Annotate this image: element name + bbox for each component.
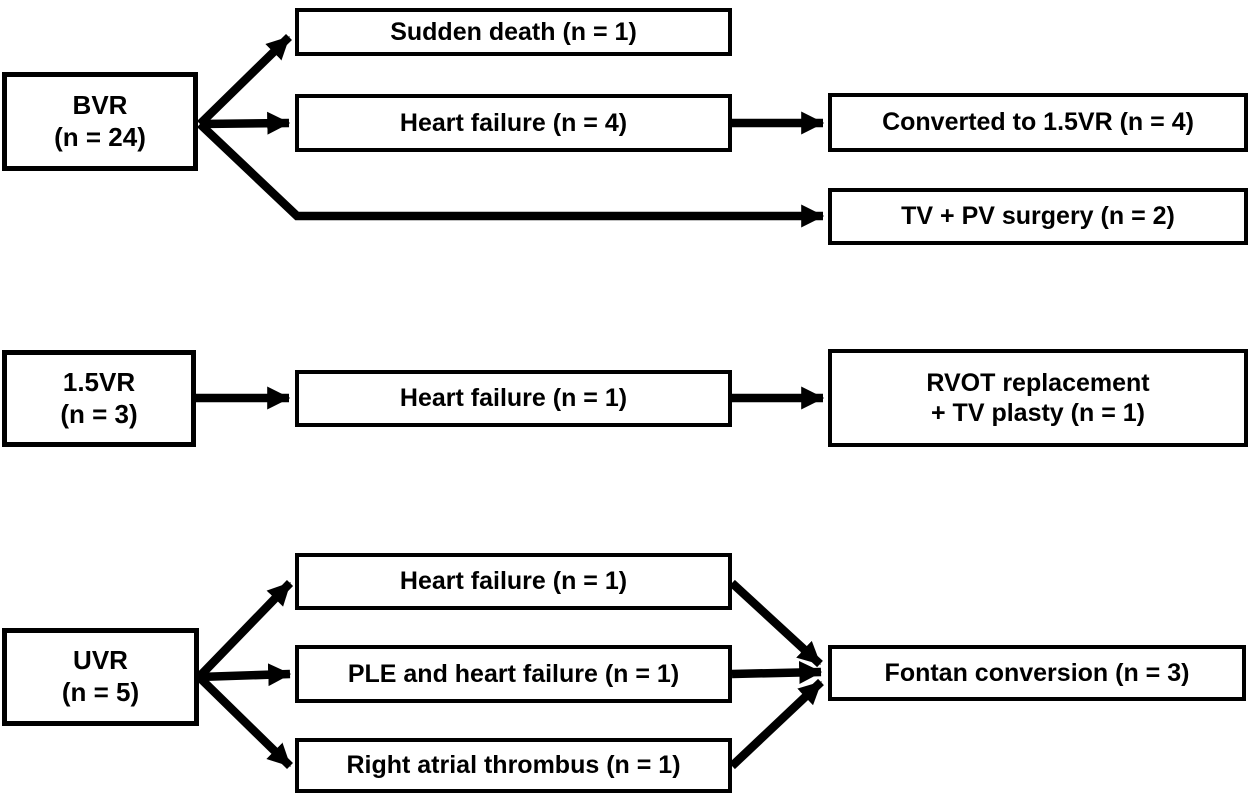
- node-bvr-count: (n = 24): [54, 121, 146, 152]
- node-bvr: BVR (n = 24): [2, 72, 198, 171]
- node-rvot-line2: + TV plasty (n = 1): [931, 399, 1145, 427]
- node-fontan-conversion: Fontan conversion (n = 3): [828, 645, 1246, 701]
- node-bvr-label: BVR: [72, 89, 128, 120]
- node-converted-15vr: Converted to 1.5VR (n = 4): [828, 93, 1248, 152]
- node-rvot-line1: RVOT replacement: [926, 368, 1150, 397]
- node-heart-failure-bvr-label: Heart failure (n = 4): [399, 108, 628, 137]
- node-15vr: 1.5VR (n = 3): [2, 350, 196, 447]
- node-uvr-label: UVR: [73, 645, 128, 676]
- node-converted-15vr-label: Converted to 1.5VR (n = 4): [882, 108, 1194, 137]
- node-heart-failure-uvr: Heart failure (n = 1): [295, 553, 732, 610]
- node-15vr-label: 1.5VR: [62, 366, 136, 397]
- arrow-heart-failure-to-fontan: [729, 579, 823, 668]
- node-right-atrial-thrombus-label: Right atrial thrombus (n = 1): [346, 751, 681, 780]
- arrow-uvr-to-ple: [198, 663, 292, 687]
- node-ple-heart-failure: PLE and heart failure (n = 1): [295, 645, 732, 703]
- node-fontan-conversion-label: Fontan conversion (n = 3): [884, 658, 1190, 687]
- node-heart-failure-bvr: Heart failure (n = 4): [295, 94, 732, 152]
- node-tv-pv-surgery-label: TV + PV surgery (n = 2): [901, 202, 1175, 231]
- node-heart-failure-uvr-label: Heart failure (n = 1): [399, 567, 628, 596]
- arrow-ple-to-fontan: [731, 661, 823, 684]
- node-heart-failure-15vr-label: Heart failure (n = 1): [399, 384, 628, 413]
- node-uvr: UVR (n = 5): [2, 628, 199, 726]
- node-right-atrial-thrombus: Right atrial thrombus (n = 1): [295, 738, 732, 793]
- arrow-bvr-to-tv-pv-surgery: [197, 120, 825, 228]
- arrow-bvr-to-heart-failure: [199, 111, 291, 135]
- node-ple-heart-failure-label: PLE and heart failure (n = 1): [347, 659, 680, 688]
- node-15vr-count: (n = 3): [60, 398, 138, 429]
- node-rvot-replacement: RVOT replacement + TV plasty (n = 1): [828, 349, 1248, 447]
- node-tv-pv-surgery: TV + PV surgery (n = 2): [828, 188, 1248, 245]
- arrow-thrombus-to-fontan: [729, 678, 824, 770]
- node-heart-failure-15vr: Heart failure (n = 1): [295, 370, 732, 427]
- arrow-uvr-to-thrombus: [196, 673, 293, 770]
- node-sudden-death-label: Sudden death (n = 1): [390, 17, 637, 46]
- arrow-bvr-to-sudden-death: [197, 33, 292, 128]
- arrow-uvr-to-heart-failure: [195, 580, 294, 680]
- node-sudden-death: Sudden death (n = 1): [295, 8, 732, 56]
- node-uvr-count: (n = 5): [61, 677, 140, 707]
